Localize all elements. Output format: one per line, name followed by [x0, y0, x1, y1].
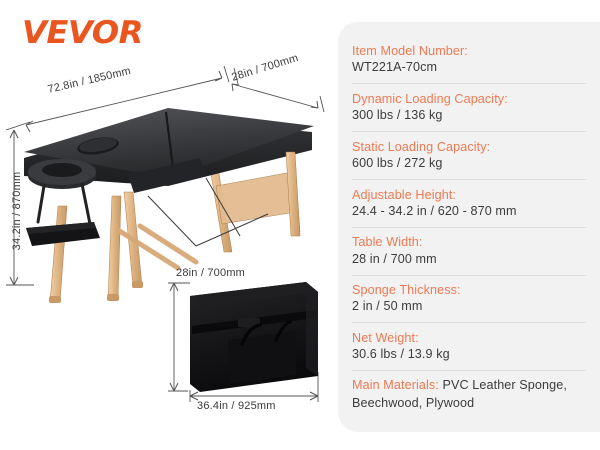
carry-bag-graphic — [190, 282, 318, 392]
spec-row-item-model-number: Item Model Number: WT221A-70cm — [352, 36, 586, 84]
spec-label: Item Model Number: — [352, 43, 468, 58]
spec-row-adjustable-height: Adjustable Height: 24.4 - 34.2 in / 620 … — [352, 180, 586, 228]
dimension-table-height: 34.2in / 870mm — [11, 171, 23, 251]
dimension-bag-height: 28in / 700mm — [176, 267, 246, 279]
face-cradle — [26, 159, 100, 246]
spec-value: 2 in / 50 mm — [352, 299, 423, 314]
spec-row-sponge-thickness: Sponge Thickness: 2 in / 50 mm — [352, 276, 586, 324]
spec-label: Dynamic Loading Capacity: — [352, 91, 508, 106]
bag-dimension-lines — [168, 282, 319, 402]
spec-value: WT221A-70cm — [352, 59, 438, 74]
spec-label: Main Materials: — [352, 378, 439, 393]
vevor-logo: VEVOR — [22, 15, 144, 51]
spec-value: 30.6 lbs / 13.9 kg — [352, 347, 450, 362]
spec-label: Static Loading Capacity: — [352, 139, 491, 154]
spec-row-table-width: Table Width: 28 in / 700 mm — [352, 228, 586, 276]
spec-row-static-loading-capacity: Static Loading Capacity: 600 lbs / 272 k… — [352, 132, 586, 180]
specifications-panel: Item Model Number: WT221A-70cm Dynamic L… — [338, 22, 600, 432]
spec-label: Sponge Thickness: — [352, 283, 461, 298]
spec-label: Table Width: — [352, 235, 423, 250]
spec-row-dynamic-loading-capacity: Dynamic Loading Capacity: 300 lbs / 136 … — [352, 84, 586, 132]
table-dimension-lines — [5, 65, 325, 286]
spec-label: Net Weight: — [352, 331, 419, 346]
spec-value: 600 lbs / 272 kg — [352, 155, 443, 170]
spec-label: Adjustable Height: — [352, 187, 457, 202]
massage-table-graphic — [24, 108, 314, 303]
product-illustration: 72.8in / 1850mm 28in / 700mm 34.2in / 87… — [5, 52, 325, 412]
spec-value: 28 in / 700 mm — [352, 251, 437, 266]
spec-row-main-materials: Main Materials: PVC Leather Sponge, Beec… — [352, 371, 586, 422]
specifications-list: Item Model Number: WT221A-70cm Dynamic L… — [352, 36, 586, 422]
spec-value: 24.4 - 34.2 in / 620 - 870 mm — [352, 203, 517, 218]
spec-row-net-weight: Net Weight: 30.6 lbs / 13.9 kg — [352, 323, 586, 372]
spec-value: 300 lbs / 136 kg — [352, 107, 443, 122]
spec-value: PVC Leather Sponge, Beechwood, Plywood — [352, 378, 567, 411]
dimension-bag-width: 36.4in / 925mm — [197, 400, 276, 412]
